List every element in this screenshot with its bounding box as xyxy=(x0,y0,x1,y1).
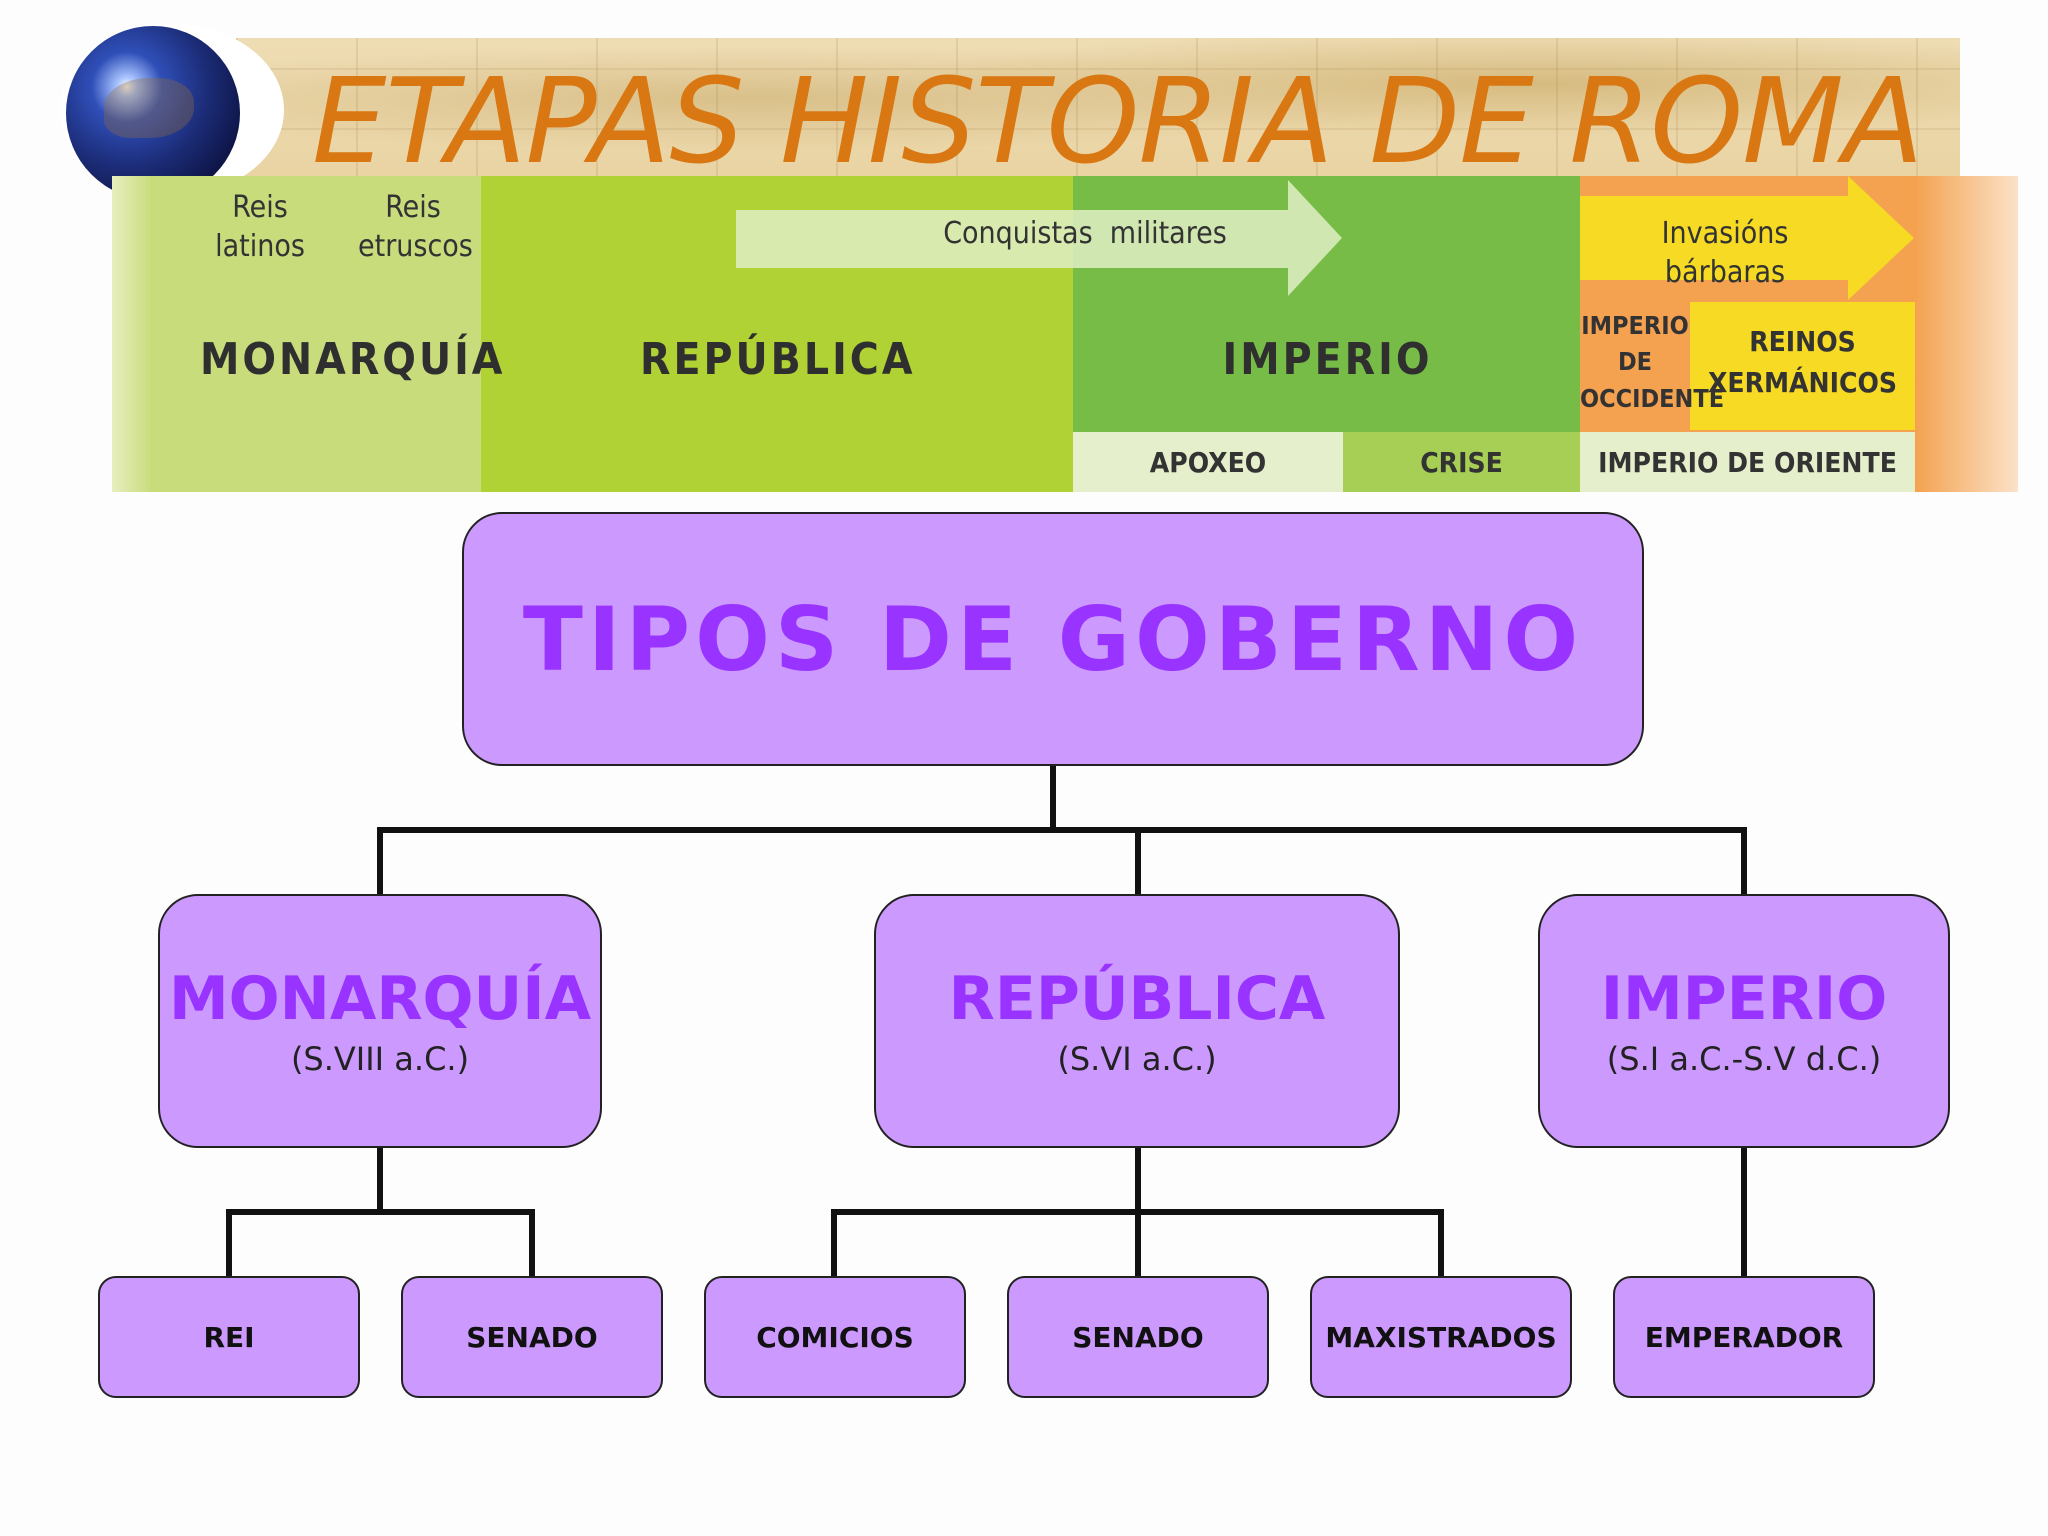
timeline-reinos-segment xyxy=(1690,302,1915,430)
branch-title: IMPERIO xyxy=(1600,964,1888,1034)
conquistas-label: Conquistas militares xyxy=(943,216,1227,251)
timeline-imperio-label: IMPERIO xyxy=(1222,334,1433,385)
timeline-monarquia-label: MONARQUÍA xyxy=(200,334,506,385)
timeline-monarquia-segment xyxy=(150,176,481,492)
leaf-box-maxistrados: MAXISTRADOS xyxy=(1310,1276,1572,1398)
branch-box-imperio: IMPERIO (S.I a.C.-S.V d.C.) xyxy=(1538,894,1950,1148)
invasions-arrow xyxy=(1580,176,1914,300)
timeline-occidente-segment xyxy=(1580,302,1690,430)
branch-box-republica: REPÚBLICA (S.VI a.C.) xyxy=(874,894,1400,1148)
header-map-background xyxy=(236,38,1960,190)
branch-title: REPÚBLICA xyxy=(948,964,1326,1034)
leaf-box-senado-monarquia: SENADO xyxy=(401,1276,663,1398)
leaf-label: MAXISTRADOS xyxy=(1325,1320,1557,1354)
root-title: TIPOS DE GOBERNO xyxy=(522,587,1584,691)
leaf-label: SENADO xyxy=(1072,1320,1204,1354)
timeline-oriente-segment xyxy=(1580,432,1915,492)
leaf-box-senado-republica: SENADO xyxy=(1007,1276,1269,1398)
invasions-label: Invasións bárbaras xyxy=(1661,216,1789,290)
page-title: ETAPAS HISTORIA DE ROMA xyxy=(312,52,1924,190)
leaf-label: REI xyxy=(203,1320,255,1354)
branch-period: (S.VIII a.C.) xyxy=(290,1040,470,1078)
leaf-box-comicios: COMICIOS xyxy=(704,1276,966,1398)
branch-period: (S.VI a.C.) xyxy=(1057,1040,1217,1078)
leaf-box-rei: REI xyxy=(98,1276,360,1398)
root-box: TIPOS DE GOBERNO xyxy=(462,512,1644,766)
leaf-label: SENADO xyxy=(466,1320,598,1354)
globe-icon xyxy=(66,26,240,200)
branch-box-monarquia: MONARQUÍA (S.VIII a.C.) xyxy=(158,894,602,1148)
timeline-republica-label: REPÚBLICA xyxy=(640,334,916,385)
imperio-oriente-label: IMPERIO DE ORIENTE xyxy=(1598,446,1897,479)
conquistas-arrow xyxy=(736,180,1342,296)
timeline-apoxeo-segment xyxy=(1073,432,1343,492)
apoxeo-label: APOXEO xyxy=(1149,446,1267,479)
leaf-label: COMICIOS xyxy=(756,1320,914,1354)
timeline-left-fade xyxy=(112,176,152,492)
branch-period: (S.I a.C.-S.V d.C.) xyxy=(1606,1040,1882,1078)
timeline-right-fade xyxy=(1915,176,2018,492)
leaf-box-emperador: EMPERADOR xyxy=(1613,1276,1875,1398)
crise-label: CRISE xyxy=(1420,446,1503,479)
timeline-crise-segment xyxy=(1343,432,1580,492)
branch-title: MONARQUÍA xyxy=(168,964,592,1034)
leaf-label: EMPERADOR xyxy=(1644,1320,1844,1354)
